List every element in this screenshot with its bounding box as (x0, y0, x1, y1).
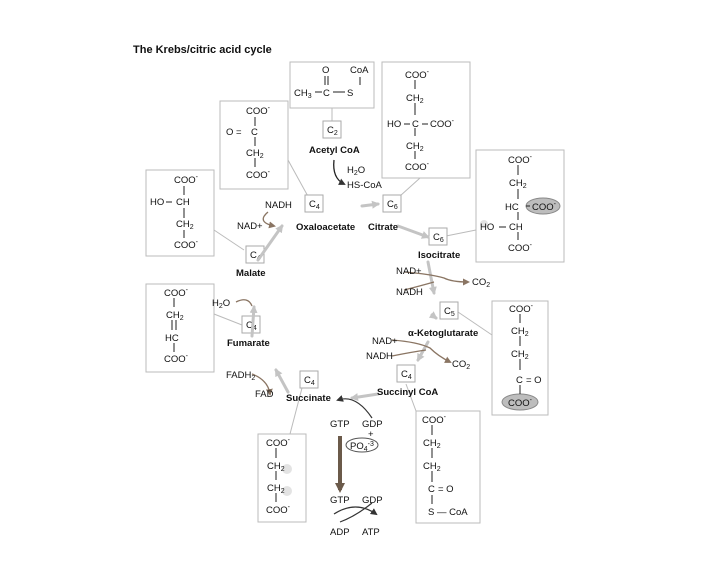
citrate-ch2-2: CH2 (406, 141, 424, 153)
isocitrate-ch2: CH2 (509, 178, 527, 190)
diagram-title: The Krebs/citric acid cycle (133, 44, 272, 56)
isocitrate-hc: HC (505, 202, 519, 213)
citrate-structure-box (381, 61, 471, 179)
fumarate-structure-box (145, 283, 215, 373)
plus-sign: + (368, 429, 374, 440)
acetyl-coa-carbon-count: C2 (327, 125, 338, 137)
akg-ch2-1: CH2 (511, 326, 529, 338)
malate-coo-1: COO- (174, 174, 199, 186)
isocitrate-carbon-count: C6 (433, 232, 444, 244)
oxalo-coo-1: COO- (246, 105, 271, 117)
oxaloacetate-carbon-count: C4 (309, 199, 320, 211)
akg-coo-1: COO- (509, 303, 534, 315)
succoa-ch2-1: CH2 (423, 438, 441, 450)
co2-label-1: CO2 (472, 277, 490, 289)
oxaloacetate-structure-box (219, 100, 289, 190)
succinate-carbon-count: C4 (304, 375, 315, 387)
malate-label: Malate (236, 268, 266, 279)
malate-coo-2: COO- (174, 239, 199, 251)
nadh-label-2: NADH (396, 287, 423, 298)
co2-label-2: CO2 (452, 359, 470, 371)
hs-coa-label: HS-CoA (347, 180, 383, 191)
succinate-ch2-1: CH2 (267, 461, 285, 473)
succinyl-coa-structure-box (415, 410, 481, 524)
akg-eq-o: = O (526, 375, 542, 386)
citrate-ch2-1: CH2 (406, 93, 424, 105)
succinate-coo-2: COO- (266, 504, 291, 516)
malate-ch: CH (176, 197, 190, 208)
succinate-ch2-2: CH2 (267, 483, 285, 495)
isocitrate-label: Isocitrate (418, 250, 460, 261)
acetyl-o: O (322, 65, 329, 76)
a-ketoglutarate-carbon-count: C5 (444, 306, 455, 318)
oxalo-coo-2: COO- (246, 169, 271, 181)
nadh-label-1: NADH (265, 200, 292, 211)
fumarate-coo-2: COO- (164, 353, 189, 365)
citrate-c: C (412, 119, 419, 130)
isocitrate-structure-box (475, 149, 565, 263)
isocitrate-ch: CH (509, 222, 523, 233)
succinate-structure-box (257, 433, 307, 523)
fumarate-label: Fumarate (227, 338, 270, 349)
nad-label-2: NAD+ (396, 266, 422, 277)
malate-structure-box (145, 169, 215, 257)
a-ketoglutarate-label: α-Ketoglutarate (408, 328, 478, 339)
po4-label: PO4-3 (350, 441, 374, 453)
acetyl-s: S (347, 88, 353, 99)
citrate-coo-1: COO- (405, 69, 430, 81)
adp-label: ADP (330, 527, 350, 538)
succinate-label: Succinate (286, 393, 331, 404)
acetyl-c: C (323, 88, 330, 99)
acetyl-coa-label: Acetyl CoA (309, 145, 360, 156)
fumarate-ch2: CH2 (166, 310, 184, 322)
citrate-carbon-count: C6 (387, 199, 398, 211)
succoa-c: C (428, 484, 435, 495)
acetyl-ch3: CH3 (294, 88, 312, 100)
oxalo-ch2: CH2 (246, 148, 264, 160)
oxaloacetate-label: Oxaloacetate (296, 222, 355, 233)
gtp-label-1: GTP (330, 419, 350, 430)
fumarate-hc: HC (165, 333, 179, 344)
isocitrate-coo-1: COO- (508, 154, 533, 166)
succoa-coo: COO- (422, 414, 447, 426)
succinyl-coa-label: Succinyl CoA (377, 387, 438, 398)
citrate-label: Citrate (368, 222, 398, 233)
h2o-label-acetyl: H2O (347, 165, 365, 177)
citrate-ho: HO (387, 119, 401, 130)
succinate-coo-1: COO- (266, 437, 291, 449)
h2o-label-fumarate: H2O (212, 298, 230, 310)
oxalo-c: C (251, 127, 258, 138)
isocitrate-coo-3: COO- (508, 242, 533, 254)
fadh2-label: FADH2 (226, 370, 255, 382)
succoa-eq-o: = O (438, 484, 454, 495)
oxalo-o-eq: O = (226, 127, 242, 138)
fad-label: FAD (255, 389, 274, 400)
gtp-label-2: GTP (330, 495, 350, 506)
succinyl-coa-carbon-count: C4 (401, 369, 412, 381)
gdp-label-1: GDP (362, 419, 383, 430)
isocitrate-ho: HO (480, 222, 494, 233)
atp-label: ATP (362, 527, 380, 538)
a-ketoglutarate-structure-box (491, 300, 549, 416)
akg-c: C (516, 375, 523, 386)
citrate-coo-3: COO- (405, 161, 430, 173)
fumarate-coo-1: COO- (164, 287, 189, 299)
nad-label-1: NAD+ (237, 221, 263, 232)
malate-ch2: CH2 (176, 219, 194, 231)
succoa-ch2-2: CH2 (423, 461, 441, 473)
malate-ho: HO (150, 197, 164, 208)
acetyl-coa-text: CoA (350, 65, 369, 76)
isocitrate-coo-2: COO- (532, 201, 557, 213)
akg-coo-2: COO- (508, 397, 533, 409)
fumarate-carbon-count: C4 (246, 320, 257, 332)
succoa-s-coa: S — CoA (428, 507, 468, 518)
akg-ch2-2: CH2 (511, 349, 529, 361)
nad-label-3: NAD+ (372, 336, 398, 347)
gdp-label-2: GDP (362, 495, 383, 506)
nadh-label-3: NADH (366, 351, 393, 362)
citrate-coo-2: COO- (430, 118, 455, 130)
